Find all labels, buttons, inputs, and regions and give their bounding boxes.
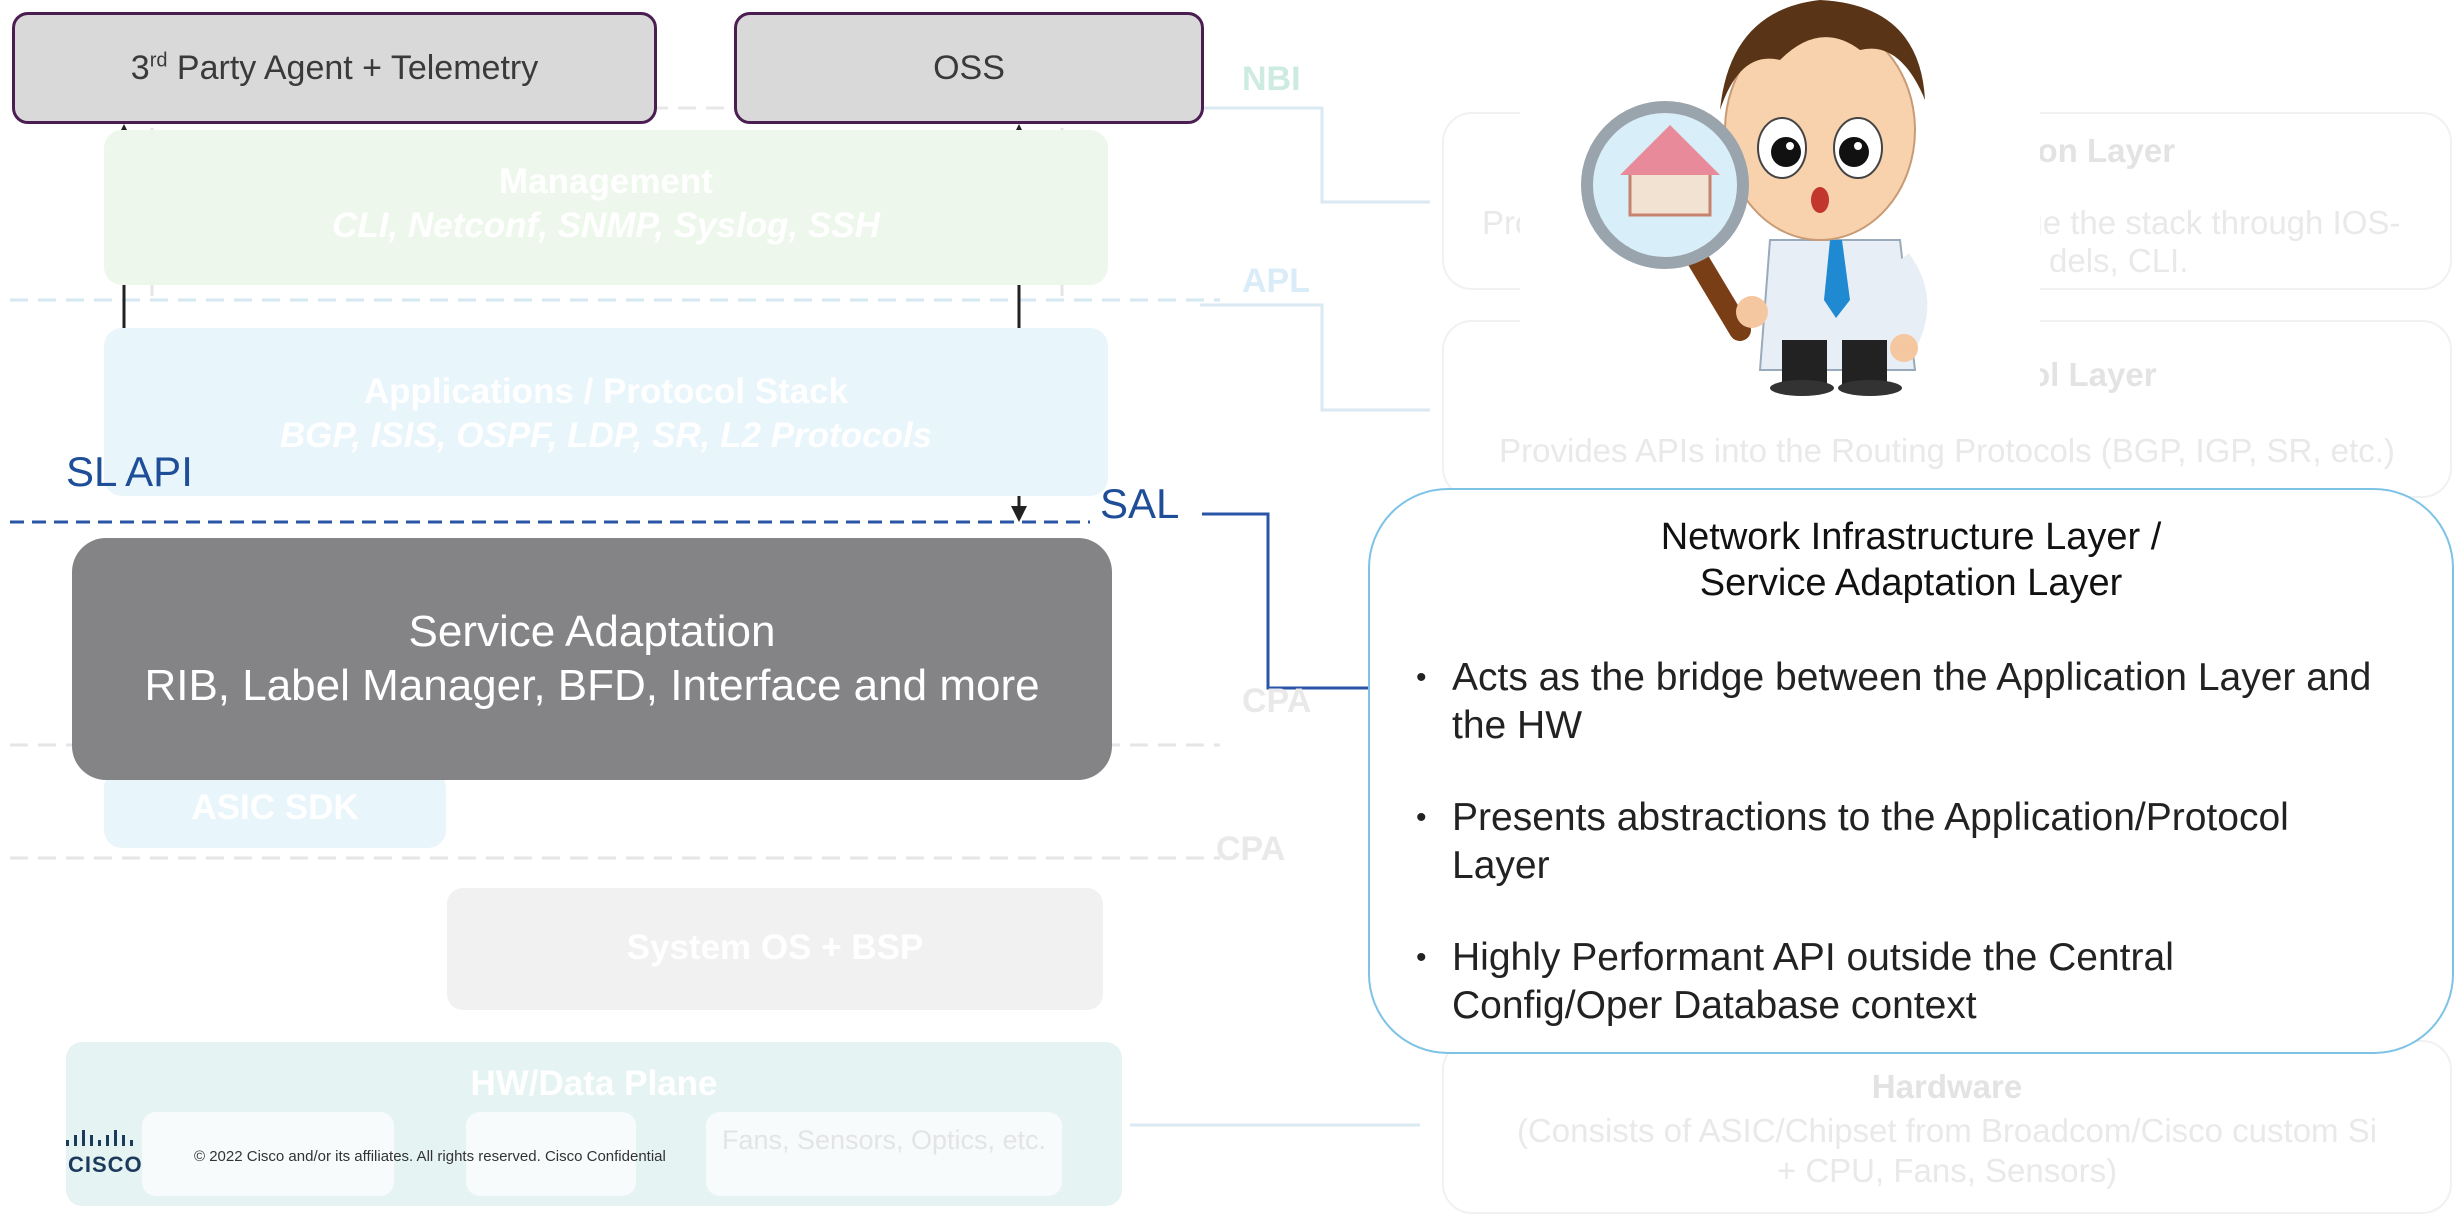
applications-subtitle: BGP, ISIS, OSPF, LDP, SR, L2 Protocols bbox=[279, 416, 933, 455]
asic-sdk-title: ASIC SDK bbox=[191, 788, 359, 827]
service-adaptation-subtitle: RIB, Label Manager, BFD, Interface and m… bbox=[144, 661, 1040, 710]
info-bullet-2-line2: Layer bbox=[1452, 844, 1550, 887]
sal-label: SAL bbox=[1100, 480, 1180, 527]
service-adaptation-layer: Service Adaptation RIB, Label Manager, B… bbox=[72, 538, 1112, 780]
info-bullet-3-line2: Config/Oper Database context bbox=[1452, 984, 1977, 1027]
sal-to-card-connector bbox=[1202, 512, 1388, 690]
apl-label: APL bbox=[1242, 262, 1310, 300]
detective-cartoon-icon bbox=[1520, 0, 2040, 400]
info-bullet-2: • Presents abstractions to the Applicati… bbox=[1416, 794, 2289, 890]
hardware-card: Hardware (Consists of ASIC/Chipset from … bbox=[1442, 1040, 2452, 1214]
management-title: Management bbox=[499, 162, 713, 201]
info-card-title-line2: Service Adaptation Layer bbox=[1699, 562, 2123, 604]
info-bullet-2-line1: Presents abstractions to the Application… bbox=[1452, 796, 2289, 839]
hw-chip-2 bbox=[466, 1112, 636, 1196]
footer-copyright: © 2022 Cisco and/or its affiliates. All … bbox=[194, 1148, 666, 1165]
protocol-layer-card-title: ol Layer bbox=[2030, 356, 2157, 393]
third-party-agent-label: 3rd Party Agent + Telemetry bbox=[130, 48, 539, 87]
applications-title: Applications / Protocol Stack bbox=[363, 372, 849, 411]
application-layer-card-text-b: age the stack through IOS- bbox=[2006, 204, 2401, 241]
management-layer: Management CLI, Netconf, SNMP, Syslog, S… bbox=[104, 130, 1108, 285]
service-adaptation-title: Service Adaptation bbox=[408, 607, 776, 656]
third-party-agent-box: 3rd Party Agent + Telemetry bbox=[12, 12, 657, 124]
hw-fans-box: Fans, Sensors, Optics, etc. bbox=[706, 1112, 1062, 1196]
cpa-upper-label: CPA bbox=[1242, 682, 1312, 720]
bullet-dot-icon: • bbox=[1416, 661, 1427, 694]
bullet-dot-icon: • bbox=[1416, 801, 1427, 834]
hardware-card-line1: (Consists of ASIC/Chipset from Broadcom/… bbox=[1516, 1112, 2378, 1149]
info-bullet-3: • Highly Performant API outside the Cent… bbox=[1416, 934, 2174, 1030]
info-bullet-1-line1: Acts as the bridge between the Applicati… bbox=[1452, 656, 2372, 699]
hw-chip-1 bbox=[142, 1112, 394, 1196]
cisco-logo-text: CISCO bbox=[68, 1152, 143, 1177]
info-bullet-1: • Acts as the bridge between the Applica… bbox=[1416, 654, 2372, 750]
bullet-dot-icon: • bbox=[1416, 941, 1427, 974]
hardware-card-title: Hardware bbox=[1871, 1068, 2023, 1105]
applications-layer: Applications / Protocol Stack BGP, ISIS,… bbox=[104, 328, 1108, 496]
system-os-title: System OS + BSP bbox=[626, 928, 924, 967]
info-bullet-1-line2: the HW bbox=[1452, 704, 1583, 747]
hw-data-plane-layer: HW/Data Plane Fans, Sensors, Optics, etc… bbox=[66, 1042, 1122, 1206]
cpa-lower-label: CPA bbox=[1216, 830, 1286, 868]
info-bullet-3-line1: Highly Performant API outside the Centra… bbox=[1452, 936, 2174, 979]
service-adaptation-info-card: Network Infrastructure Layer / Service A… bbox=[1368, 488, 2454, 1054]
info-card-title-line1: Network Infrastructure Layer / bbox=[1660, 516, 2162, 558]
oss-box: OSS bbox=[734, 12, 1204, 124]
hw-title: HW/Data Plane bbox=[470, 1064, 718, 1103]
hardware-card-line2: + CPU, Fans, Sensors) bbox=[1776, 1152, 2118, 1189]
nbi-label: NBI bbox=[1242, 60, 1301, 98]
asic-sdk-layer: ASIC SDK bbox=[104, 770, 446, 848]
oss-label: OSS bbox=[933, 48, 1005, 87]
hw-fans-label: Fans, Sensors, Optics, etc. bbox=[721, 1125, 1047, 1155]
sl-api-label: SL API bbox=[66, 448, 193, 495]
cisco-logo-icon bbox=[66, 1130, 133, 1146]
protocol-layer-card-text: Provides APIs into the Routing Protocols… bbox=[1499, 432, 2395, 469]
system-os-layer: System OS + BSP bbox=[447, 888, 1103, 1010]
application-layer-card-text-c: dels, CLI. bbox=[2049, 242, 2189, 279]
management-subtitle: CLI, Netconf, SNMP, Syslog, SSH bbox=[332, 206, 880, 245]
